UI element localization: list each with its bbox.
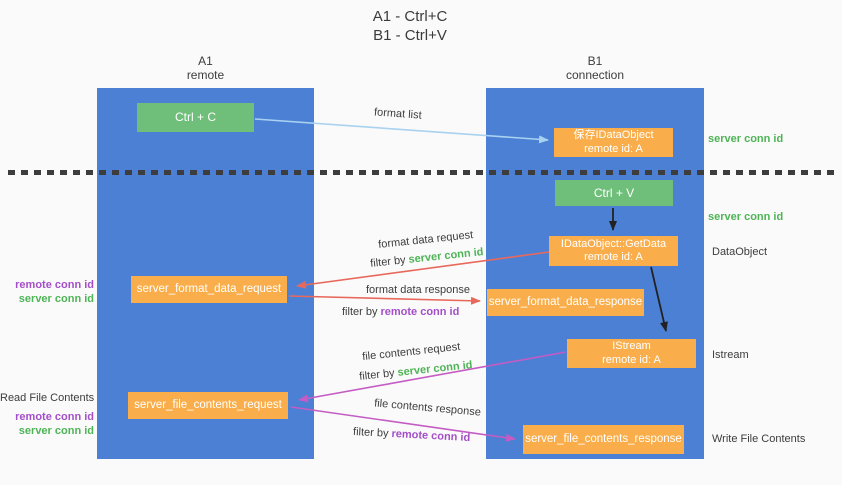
side-label-dataobject: DataObject <box>712 246 768 258</box>
file-contents-response-arrow <box>290 406 516 442</box>
node-server-format-data-request: server_format_data_request <box>131 276 287 303</box>
node-istream-line1: IStream <box>612 340 651 353</box>
side-label-istream: Istream <box>712 349 749 361</box>
filter-by-text: filter by <box>342 306 378 318</box>
node-ctrl-c: Ctrl + C <box>137 103 254 132</box>
node-save-idataobject-line2: remote id: A <box>584 142 643 155</box>
node-server-file-contents-request: server_file_contents_request <box>128 392 288 419</box>
column-header-a1: A1 remote <box>97 54 314 83</box>
title-line-1: A1 - Ctrl+C <box>372 8 448 25</box>
column-a1-id: A1 <box>198 54 213 68</box>
remote-conn-id-text: remote conn id <box>380 306 460 318</box>
node-save-idataobject-line1: 保存IDataObject <box>573 129 654 142</box>
side-label-server-conn-id-top: server conn id <box>708 133 784 145</box>
format-data-response-arrow <box>288 295 481 305</box>
node-idataobject-getdata-line2: remote id: A <box>584 251 643 263</box>
node-istream: IStream remote id: A <box>567 339 696 368</box>
node-server-format-data-response: server_format_data_response <box>487 289 644 316</box>
getdata-to-istream-arrow <box>650 266 668 332</box>
side-label-remote-conn-id-file: remote conn id <box>15 411 94 423</box>
title-line-2: B1 - Ctrl+V <box>373 26 447 44</box>
format-list-arrow <box>254 118 549 144</box>
side-label-server-conn-id-format: server conn id <box>18 293 94 305</box>
side-label-server-conn-id-mid: server conn id <box>708 211 784 223</box>
column-a1-role: remote <box>186 68 225 83</box>
column-b1-role: connection <box>565 68 625 83</box>
filter-by-text: filter by <box>352 425 389 440</box>
column-b1-id: B1 <box>587 54 603 68</box>
node-istream-line2: remote id: A <box>602 353 661 366</box>
side-label-server-conn-id-file: server conn id <box>18 425 94 437</box>
node-save-idataobject: 保存IDataObject remote id: A <box>554 128 673 157</box>
column-header-b1: B1 connection <box>486 54 704 83</box>
copy-paste-divider-line <box>8 170 834 175</box>
node-idataobject-getdata: IDataObject::GetData remote id: A <box>549 236 678 266</box>
diagram-title: A1 - Ctrl+C B1 - Ctrl+V <box>0 8 820 46</box>
flow-label-format-data-response: format data response <box>366 284 470 296</box>
side-label-remote-conn-id-format: remote conn id <box>15 279 94 291</box>
node-server-file-contents-response: server_file_contents_response <box>523 425 684 454</box>
file-contents-request-arrow <box>298 351 567 403</box>
side-label-write-file-contents: Write File Contents <box>712 433 806 445</box>
format-data-request-arrow <box>296 251 550 289</box>
node-idataobject-getdata-line1: IDataObject::GetData <box>560 237 667 250</box>
side-label-read-file-contents: Read File Contents <box>0 392 95 404</box>
node-ctrl-v: Ctrl + V <box>555 180 673 206</box>
